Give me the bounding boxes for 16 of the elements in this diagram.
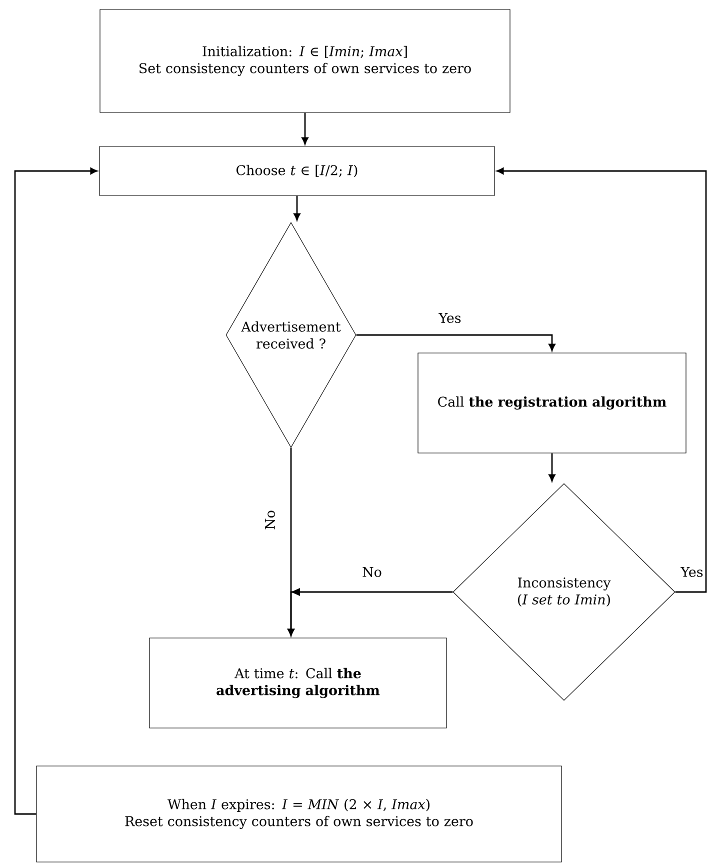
arrow <box>302 112 308 144</box>
arrow <box>548 453 556 482</box>
arrow <box>356 334 556 351</box>
arrow <box>288 448 294 636</box>
arrow <box>14 168 98 815</box>
arrow <box>496 168 707 593</box>
edge-label: No <box>361 566 383 578</box>
process-box: At time t: Call the advertising algorithm <box>149 638 447 728</box>
process-box: Initialization: I ∈ [Imin; Imax] Set consistency counters of own services to zero <box>100 9 510 113</box>
process-box: Choose t ∈ [I/2; I) <box>99 146 495 196</box>
arrow <box>294 196 300 220</box>
edge-label: Yes <box>680 566 704 578</box>
edge-label: No <box>264 509 276 531</box>
process-box: Call the registration algorithm <box>418 352 686 454</box>
process-box: When I expires: I = MIN (2 × I, Imax) Reset consistency counters of own services to zero <box>36 766 562 862</box>
edge-label: Yes <box>438 312 462 324</box>
